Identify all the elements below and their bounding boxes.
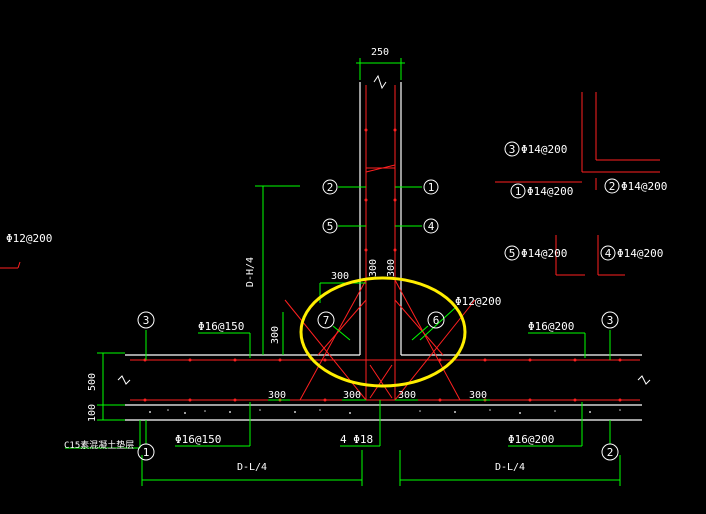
dim-slab-thickness: 500 <box>87 373 98 391</box>
bubble-2-wall-num: 2 <box>327 181 334 194</box>
dim-bottom-300-c: 300 <box>398 390 416 401</box>
legend-item-1: Φ14@200 <box>527 185 573 198</box>
dim-span-right: D-L/4 <box>495 462 525 473</box>
bubble-3-left <box>137 311 155 329</box>
legend-bubble-2 <box>604 178 620 194</box>
bubble-2-wall <box>322 179 338 195</box>
bubble-5-wall-num: 5 <box>327 220 334 233</box>
dim-haunch-300-vert: 300 <box>270 326 281 344</box>
dim-bottom-300-b: 300 <box>343 390 361 401</box>
break-symbols <box>117 74 651 385</box>
legend-item-3: Φ14@200 <box>521 143 567 156</box>
label-haunch-bar: Φ12@200 <box>455 295 501 308</box>
bubble-2-bottom <box>601 443 619 461</box>
dim-span-left: D-L/4 <box>237 462 267 473</box>
bubble-5-wall <box>322 218 338 234</box>
dimension-text: 250 D-H/4 300 300 300 300 500 100 300 30… <box>87 47 525 473</box>
dimension-lines <box>65 58 621 486</box>
bubble-4-wall <box>423 218 439 234</box>
legend-item-5: Φ14@200 <box>521 247 567 260</box>
legend-item-2: Φ14@200 <box>621 180 667 193</box>
legend-item-4: Φ14@200 <box>617 247 663 260</box>
dim-bottom-300-d: 300 <box>469 390 487 401</box>
legend-bubble-4-num: 4 <box>605 247 612 260</box>
bubble-3-right-num: 3 <box>607 314 614 327</box>
label-left-edge: Φ12@200 <box>6 232 52 245</box>
cushion-hatch <box>149 409 621 414</box>
legend-bubble-4 <box>600 245 616 261</box>
bubble-3-right <box>601 311 619 329</box>
concrete-outline <box>125 82 642 421</box>
bubble-2-bottom-num: 2 <box>607 446 614 459</box>
legend-bubble-1 <box>510 183 526 199</box>
bubble-7 <box>317 311 335 329</box>
dim-wall-width: 250 <box>371 47 389 58</box>
bubble-1-wall-num: 1 <box>428 181 435 194</box>
highlight-ellipse <box>299 276 467 388</box>
legend-bubble-3-num: 3 <box>509 143 516 156</box>
rebar-label-text: Φ12@200 Φ16@150 Φ16@200 Φ16@150 Φ16@200 … <box>6 232 574 451</box>
bubble-numbers: 2 1 5 4 7 6 3 3 1 2 3 1 2 5 4 <box>143 143 616 459</box>
bubble-1-wall <box>423 179 439 195</box>
dim-haunch-300-top: 300 <box>331 271 349 282</box>
dim-wall-300-right: 300 <box>386 259 397 277</box>
bubbles <box>137 141 620 461</box>
label-center-bottom: 4 Φ18 <box>340 433 373 446</box>
bubble-6 <box>427 311 445 329</box>
dim-height: D-H/4 <box>245 257 256 287</box>
legend-bubble-2-num: 2 <box>609 180 616 193</box>
bubble-6-num: 6 <box>433 314 440 327</box>
legend-bubble-3 <box>504 141 520 157</box>
label-right-top: Φ16@200 <box>528 320 574 333</box>
label-left-bottom: Φ16@150 <box>175 433 221 446</box>
rebar-dots <box>143 128 622 402</box>
legend-bubble-5-num: 5 <box>509 247 516 260</box>
bubble-1-bottom <box>137 443 155 461</box>
bubble-4-wall-num: 4 <box>428 220 435 233</box>
legend-text: Φ14@200 Φ14@200 Φ14@200 Φ14@200 Φ14@200 <box>521 143 667 260</box>
dim-wall-300-left: 300 <box>368 259 379 277</box>
bubble-7-num: 7 <box>323 314 330 327</box>
bubble-1-bottom-num: 1 <box>143 446 150 459</box>
label-left-top: Φ16@150 <box>198 320 244 333</box>
label-cushion: C15素混凝土垫层 <box>64 439 134 451</box>
legend-bubble-5 <box>504 245 520 261</box>
dim-bottom-300-a: 300 <box>268 390 286 401</box>
bubble-3-left-num: 3 <box>143 314 150 327</box>
dim-cushion-thickness: 100 <box>87 404 98 422</box>
label-right-bottom: Φ16@200 <box>508 433 554 446</box>
legend-bubble-1-num: 1 <box>515 185 522 198</box>
